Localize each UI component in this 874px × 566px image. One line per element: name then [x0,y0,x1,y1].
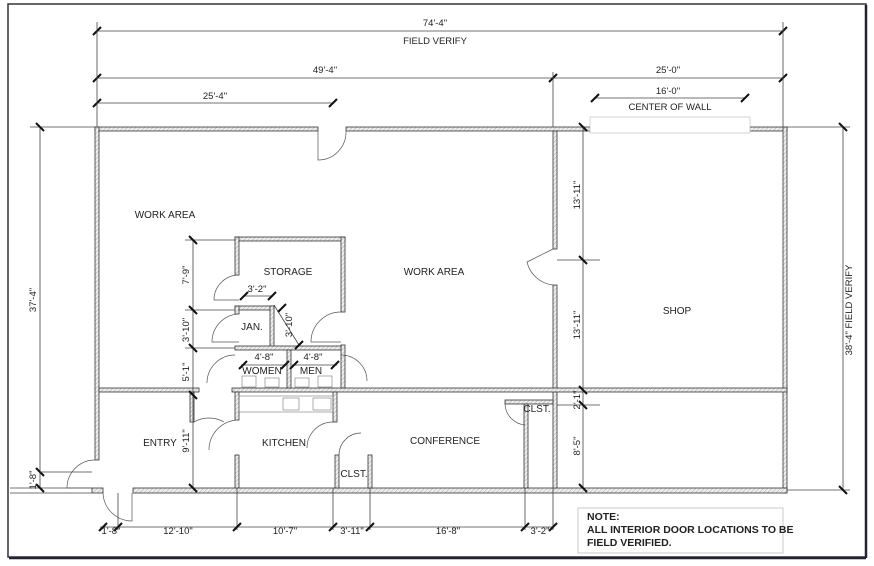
left-width-dim: 49'-4" [313,65,337,76]
corridor-width-dim: 3'-10" [284,313,295,337]
side-dimensions [30,122,850,495]
kitchen-height-dim: 9'-11" [181,429,192,453]
fixtures [238,375,334,413]
room-jan: JAN. [241,322,263,333]
top-dimensions [92,22,788,127]
bottom-dim-3: 10'-7" [273,526,297,537]
note-title: NOTE: [587,511,620,523]
total-width-dim: 74'-4" [423,18,447,29]
exterior-walls [10,126,788,494]
restroom-height-dim: 5'-1" [181,363,192,382]
left-height-dim: 37'-4" [28,288,39,312]
room-closet-1: CLST. [340,469,367,480]
note-line-1: ALL INTERIOR DOOR LOCATIONS TO BE [587,524,794,536]
room-work-area-1: WORK AREA [135,210,196,221]
bottom-dim-5: 16'-8" [436,526,460,537]
room-shop: SHOP [663,306,692,317]
men-width-dim: 4'-8" [304,352,323,363]
jan-width-dim: 3'-2" [248,284,267,295]
center-wall-dim: 16'-0" [656,86,680,97]
bottom-dim-1: 1'-8" [102,526,121,537]
room-storage: STORAGE [264,267,313,278]
room-women: WOMEN [242,366,281,377]
total-width-note: FIELD VERIFY [403,36,468,47]
clst-offset-dim: 2'-1" [572,391,583,410]
room-conference: CONFERENCE [410,436,480,447]
bottom-dim-6: 3'-2" [531,526,550,537]
work-area-h2-dim: 13'-11" [572,311,583,340]
entry-offset-dim: 1'-8" [28,471,39,490]
note-line-2: FIELD VERIFIED. [587,537,672,549]
jan-height-dim: 3'-10" [181,318,192,342]
room-work-area-2: WORK AREA [404,267,465,278]
bottom-dim-2: 12'-10" [163,526,192,537]
right-width-dim: 25'-0" [656,65,680,76]
note-box [577,507,784,554]
women-width-dim: 4'-8" [255,352,274,363]
center-wall-label: CENTER OF WALL [628,102,711,113]
storage-height-dim: 7'-9" [181,266,192,285]
doors [66,130,554,522]
center-of-wall-box [589,116,751,134]
partial-width-dim: 25'-4" [203,91,227,102]
conference-h-dim: 8'-5" [572,437,583,456]
bottom-dim-4: 3'-11" [340,526,364,537]
sheet-border [7,3,867,558]
room-entry: ENTRY [143,438,177,449]
room-kitchen: KITCHEN [262,438,306,449]
work-area-h1-dim: 13'-11" [572,181,583,210]
room-closet-2: CLST. [523,404,550,415]
bottom-dimensions [98,488,558,532]
right-height-dim: 38'-4" FIELD VERIFY [844,264,855,355]
room-men: MEN [300,366,322,377]
